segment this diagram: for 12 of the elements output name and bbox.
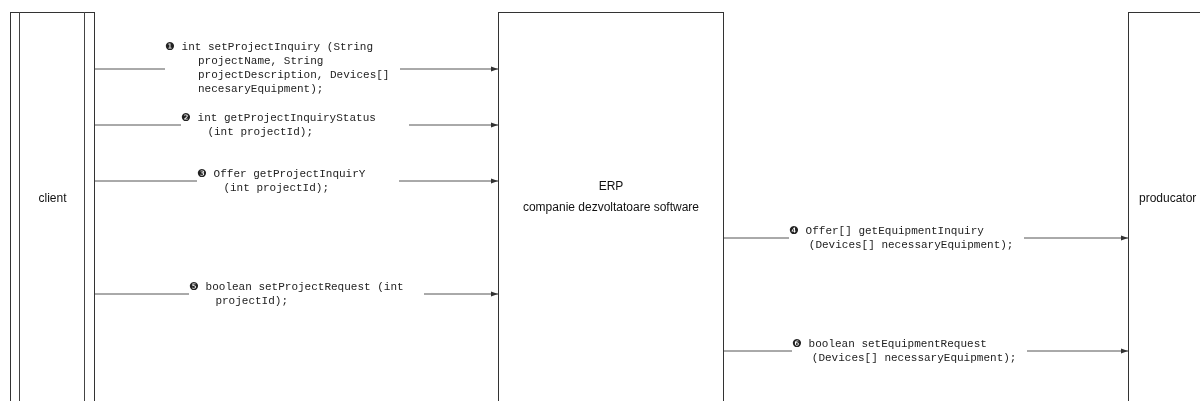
edge-label: ❻ boolean setEquipmentRequest (Devices[] necessaryEquipment);: [792, 337, 1028, 365]
edge-label: ❹ Offer[] getEquipmentInquiry (Devices[] necessaryEquipment);: [789, 224, 1025, 252]
participant-label: companie dezvoltatoare software: [522, 200, 700, 214]
participant-label: producator: [1139, 191, 1197, 205]
participant-label: ERP: [598, 179, 624, 193]
participant-label: client: [38, 191, 67, 205]
edge-label: ❸ Offer getProjectInquirY (int projectId);: [197, 167, 399, 195]
edge-label: ❷ int getProjectInquiryStatus (int projectId);: [181, 111, 410, 139]
edge-label: ❶ int setProjectInquiry (String projectName, String projectDescription, Devices[] necesaryEquipment);: [165, 40, 401, 96]
edge-label: ❺ boolean setProjectRequest (int projectId);: [189, 280, 424, 308]
participant-box: [498, 12, 724, 401]
participant-box: [1128, 12, 1200, 401]
